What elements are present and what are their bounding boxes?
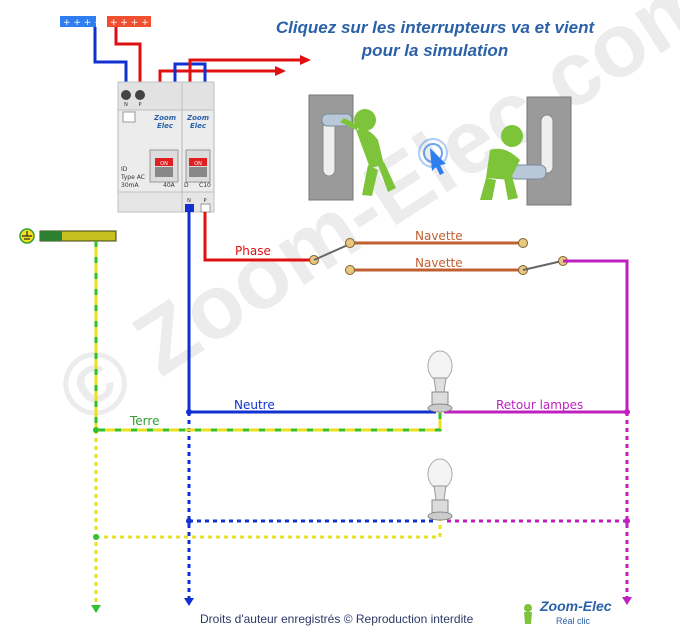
switch-illustration-2[interactable] — [480, 96, 572, 206]
cb-n-label: N — [187, 198, 191, 204]
lamp-2 — [427, 458, 453, 521]
click-cursor-icon — [418, 138, 448, 175]
zoom-elec-logo — [524, 604, 532, 624]
terre-label: Terre — [129, 414, 159, 428]
diff-type-label: Type AC — [120, 174, 145, 181]
navette-label-2: Navette — [415, 256, 463, 270]
junction-dot — [93, 534, 99, 540]
logo-subtext: Réal clic — [556, 616, 591, 626]
phase-output-wire-1 — [158, 69, 275, 84]
diff-on-label: ON — [160, 161, 168, 167]
arrow-down-icon — [91, 605, 101, 613]
arrow-down-icon — [184, 598, 194, 606]
cb-rating-label: C10 — [199, 182, 211, 189]
neutre-label: Neutre — [234, 398, 275, 412]
cb-brand-2: Elec — [190, 122, 207, 130]
arrow-right-icon — [275, 66, 286, 76]
diff-rating-label: 40A — [163, 182, 176, 189]
phase-supply-bar: + + + + — [107, 16, 151, 28]
cb-curve-label: D — [184, 182, 189, 189]
diff-p-label: P — [138, 102, 141, 108]
junction-dot — [186, 518, 192, 524]
junction-dot — [186, 409, 192, 415]
cb-p-label: P — [203, 198, 206, 204]
logo-text: Zoom-Elec — [540, 598, 612, 614]
neutral-supply-wire — [93, 27, 128, 90]
circuit-breaker — [181, 81, 215, 213]
retour-label: Retour lampes — [496, 398, 583, 412]
phase-output-wire-2 — [188, 58, 300, 84]
diff-brand-2: Elec — [157, 122, 174, 130]
junction-dot — [624, 518, 630, 524]
switch-1[interactable] — [309, 238, 355, 275]
phase-label: Phase — [235, 244, 271, 258]
diff-sensitivity-label: 30mA — [121, 182, 139, 189]
copyright-footer: Droits d'auteur enregistrés © Reproducti… — [200, 612, 474, 626]
svg-text:+ + + +: + + + + — [110, 18, 149, 28]
diff-id-label: ID — [121, 166, 128, 173]
earth-wire-lamp2 — [96, 518, 442, 539]
retour-wire — [444, 259, 629, 414]
earth-wire-stripe — [94, 241, 442, 432]
junction-dot — [624, 409, 630, 415]
switch-2[interactable] — [518, 238, 568, 275]
diff-n-label: N — [124, 102, 128, 108]
cb-on-label: ON — [194, 161, 202, 167]
title-line-1: Cliquez sur les interrupteurs va et vien… — [275, 18, 595, 37]
arrow-right-icon — [300, 55, 311, 65]
junction-dot — [93, 427, 99, 433]
cb-brand-1: Zoom — [186, 114, 209, 122]
title-line-2: pour la simulation — [361, 41, 509, 60]
neutral-supply-bar: + + + + — [60, 16, 102, 28]
switch-illustration-1[interactable] — [308, 94, 396, 201]
arrow-down-icon — [622, 597, 632, 605]
earth-terminal — [19, 228, 117, 244]
navette-label-1: Navette — [415, 229, 463, 243]
lamp-1 — [427, 350, 453, 413]
diff-brand-1: Zoom — [153, 114, 176, 122]
phase-wire — [203, 212, 312, 262]
svg-text:+ + + +: + + + + — [63, 18, 102, 28]
phase-supply-wire — [114, 27, 142, 90]
